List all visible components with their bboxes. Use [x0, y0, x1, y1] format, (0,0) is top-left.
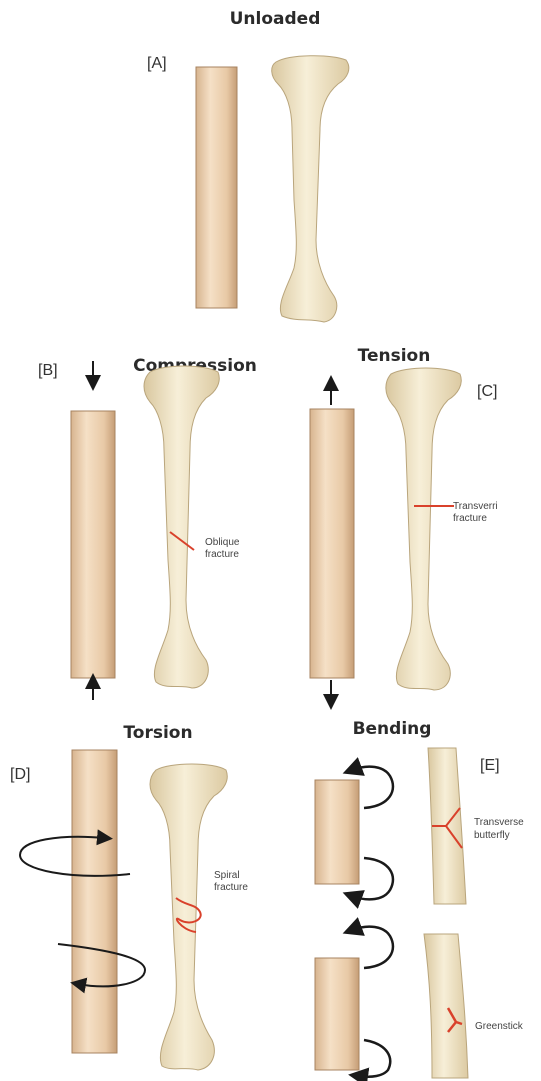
panel-label-a: [A]	[147, 55, 167, 72]
greenstick-fracture-label: Greenstick	[475, 1021, 524, 1032]
panel-label-b: [B]	[38, 362, 58, 379]
bone-segment-greenstick	[424, 934, 468, 1078]
bar-unloaded	[196, 67, 237, 308]
bending-arrow-lower-bottom	[358, 1040, 390, 1077]
tibia-torsion	[150, 764, 227, 1070]
spiral-fracture-label-2: fracture	[214, 882, 248, 893]
transverse-fracture-label-2: fracture	[453, 513, 487, 524]
panel-label-d: [D]	[10, 766, 30, 783]
bar-bending-upper	[315, 780, 359, 884]
butterfly-fracture-label: Transverse	[474, 817, 524, 828]
oblique-fracture-label-2: fracture	[205, 549, 239, 560]
title-bending: Bending	[353, 719, 432, 739]
oblique-fracture-label: Oblique	[205, 537, 240, 548]
spiral-fracture-label: Spiral	[214, 870, 240, 881]
tibia-tension	[386, 368, 461, 690]
tibia-compression	[144, 366, 219, 688]
title-tension: Tension	[358, 346, 431, 366]
bar-bending-lower	[315, 958, 359, 1070]
bar-tension	[310, 409, 354, 678]
title-unloaded: Unloaded	[230, 9, 321, 29]
panel-label-e: [E]	[480, 757, 500, 774]
bar-compression	[71, 411, 115, 678]
bar-torsion	[72, 750, 117, 1053]
butterfly-fracture-label-2: butterfly	[474, 830, 510, 841]
title-torsion: Torsion	[123, 723, 192, 743]
tibia-unloaded	[272, 56, 349, 322]
panel-label-c: [C]	[477, 383, 497, 400]
transverse-fracture-label: Transverri	[453, 501, 498, 512]
